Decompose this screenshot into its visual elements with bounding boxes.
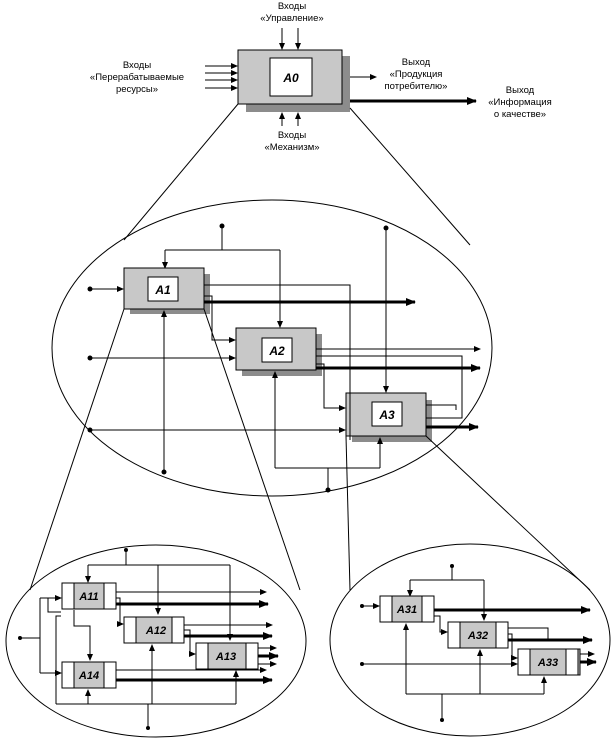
a31-right-tab xyxy=(421,595,435,623)
output1-label-line1: Выход xyxy=(402,57,431,68)
a12-to-a13-arrow xyxy=(184,629,196,657)
inputs-label-line2: «Перерабатываемые xyxy=(90,72,184,83)
decomposition-a1-group: A11 A12 A13 A14 xyxy=(5,544,307,738)
a2-inner-box xyxy=(261,337,293,363)
a11-right-tab xyxy=(103,582,117,610)
a1-feedback-line xyxy=(204,284,351,440)
context-a0-group: Входы «Управление» A0 Входы «Перерабатыв… xyxy=(90,1,552,246)
a11-label: A11 xyxy=(78,591,98,603)
a0-inner-box xyxy=(269,57,313,97)
a2-label: A2 xyxy=(268,344,285,358)
control-label-line1: Входы xyxy=(278,1,306,12)
output1-label-line2: «Продукция xyxy=(390,69,443,80)
inputs-label-line1: Входы xyxy=(123,60,151,71)
a13-label: A13 xyxy=(215,651,236,663)
a3-label: A3 xyxy=(378,408,395,422)
zoom-line-a3-left xyxy=(345,435,351,591)
a1-to-a2-arrow xyxy=(204,295,236,343)
output2-label-line2: «Информация xyxy=(488,97,551,108)
a2-to-a3-arrow xyxy=(316,363,346,411)
zoom-line-a3-right xyxy=(425,435,591,591)
inputs-label-line3: ресурсы» xyxy=(116,84,158,95)
mechanism-label-line2: «Механизм» xyxy=(264,142,319,153)
a32-right-tab xyxy=(495,621,509,649)
decomposition-ellipse-a1 xyxy=(5,544,307,738)
a11-feedback xyxy=(47,598,61,613)
decomposition-ellipse-a0 xyxy=(51,199,493,497)
a14-left-tab xyxy=(61,661,75,689)
decomposition-ellipse-a3 xyxy=(329,543,611,737)
output2-label-line3: о качестве» xyxy=(494,109,546,120)
a31-left-tab xyxy=(379,595,393,623)
a14-right-tab xyxy=(103,661,117,689)
a2-feedback-line xyxy=(316,355,463,419)
output1-label-line3: потребителю» xyxy=(385,81,448,92)
zoom-line-a1-right xyxy=(203,308,301,591)
a13-left-tab xyxy=(195,642,209,670)
a33-label: A33 xyxy=(537,657,558,669)
mechanism-label-line1: Входы xyxy=(278,130,306,141)
a32-left-tab xyxy=(447,621,461,649)
a14-label: A14 xyxy=(78,670,99,682)
a11-to-a12-arrow xyxy=(116,597,124,627)
a0-label: A0 xyxy=(282,71,299,85)
a33-right-tab xyxy=(565,648,579,676)
zoom-line-a1-left xyxy=(29,308,125,591)
a3-output-2 xyxy=(426,404,457,410)
a12-right-tab xyxy=(171,616,185,644)
a31-label: A31 xyxy=(396,604,417,616)
a11-mechanism-line xyxy=(55,615,61,704)
a32-label: A32 xyxy=(467,630,488,642)
a31-to-a32-arrow xyxy=(434,615,448,635)
a13-right-tab xyxy=(245,642,259,670)
a32-to-a33-arrow xyxy=(508,633,518,661)
a32-output-2 xyxy=(508,627,549,640)
decomposition-a0-group: A1 A2 A3 xyxy=(29,199,591,591)
a1-label: A1 xyxy=(154,283,171,297)
a11-to-a14-arrow xyxy=(73,610,93,661)
a11-left-tab xyxy=(61,582,75,610)
zoom-line-right xyxy=(349,107,471,246)
a3-inner-box xyxy=(371,401,403,427)
a33-left-tab xyxy=(517,648,531,676)
control-label-line2: «Управление» xyxy=(260,13,323,24)
decomposition-a3-group: A31 A32 A33 xyxy=(329,543,611,737)
a12-left-tab xyxy=(123,616,137,644)
a1-inner-box xyxy=(147,276,179,302)
zoom-line-left xyxy=(123,103,239,241)
a12-label: A12 xyxy=(145,625,166,637)
output2-label-line1: Выход xyxy=(506,85,535,96)
